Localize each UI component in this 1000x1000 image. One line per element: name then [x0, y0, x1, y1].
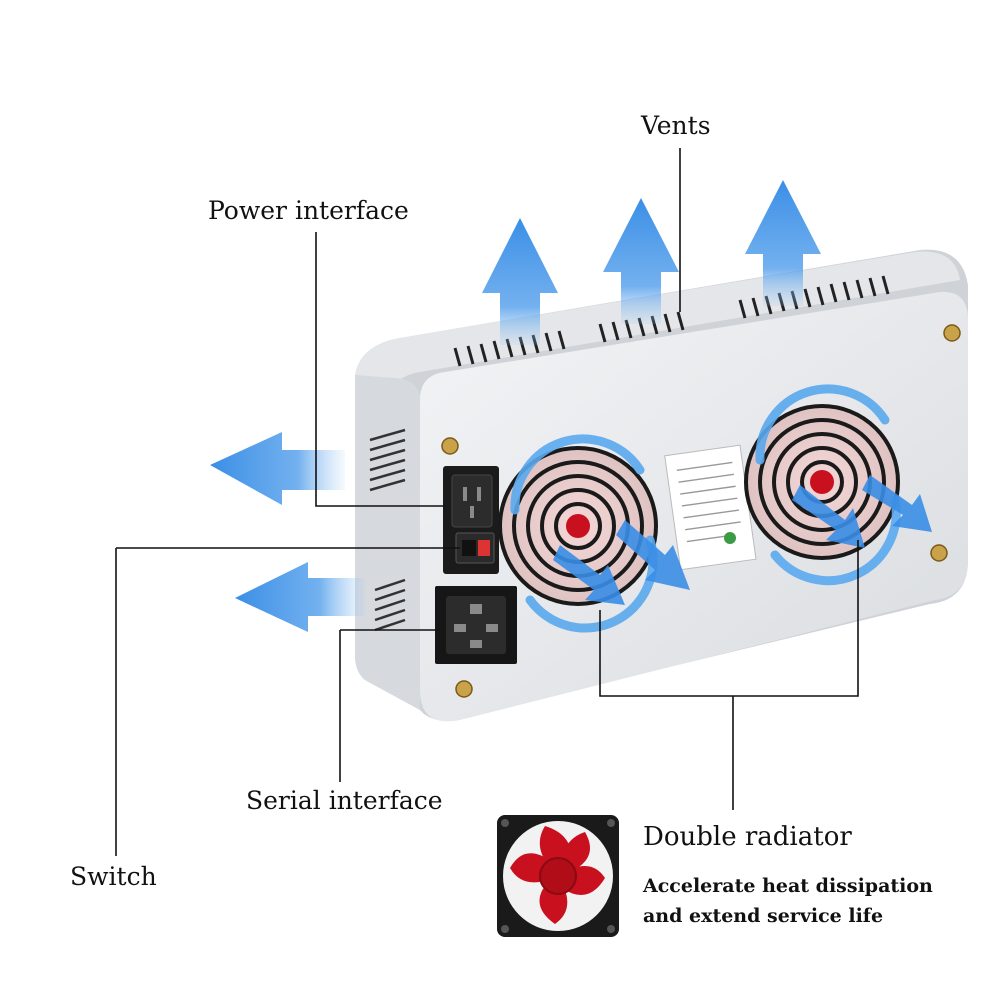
rocker-switch-icon — [455, 532, 495, 564]
fan-icon — [497, 815, 619, 937]
radiator-description-line1: Accelerate heat dissipation — [643, 875, 933, 897]
power-interface-label: Power interface — [208, 196, 409, 225]
double-radiator-label: Double radiator — [643, 822, 852, 852]
serial-interface-label: Serial interface — [246, 786, 443, 815]
airflow-arrow-icon — [553, 475, 932, 605]
fan-grille-right — [744, 404, 900, 560]
leader-lines — [115, 148, 859, 856]
vents-label: Vents — [641, 111, 711, 140]
brass-screws — [441, 324, 961, 698]
universal-outlet-icon — [435, 586, 517, 664]
top-vents — [453, 275, 890, 367]
vent-airflow-arrows — [482, 180, 821, 345]
radiator-description-line2: and extend service life — [643, 905, 884, 927]
side-vents — [369, 428, 406, 632]
spec-label — [664, 444, 757, 571]
side-airflow-arrows — [210, 432, 365, 632]
switch-label: Switch — [70, 862, 157, 891]
